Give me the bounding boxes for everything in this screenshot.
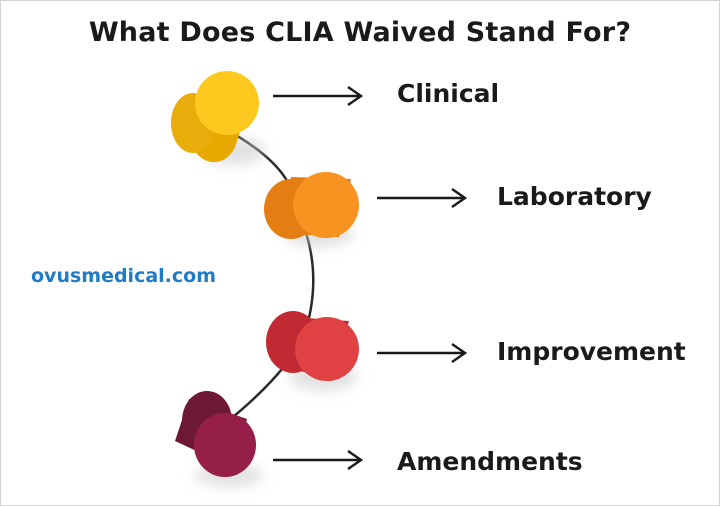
capsule-clinical bbox=[171, 71, 265, 165]
page-title: What Does CLIA Waived Stand For? bbox=[88, 17, 632, 48]
term-laboratory: Laboratory bbox=[497, 182, 652, 211]
capsule-improvement bbox=[266, 311, 359, 391]
term-improvement: Improvement bbox=[497, 337, 686, 366]
capsule-amendments bbox=[175, 391, 263, 487]
connector-arc bbox=[222, 127, 315, 426]
term-clinical: Clinical bbox=[397, 79, 500, 108]
site-watermark: ovusmedical.com bbox=[31, 265, 216, 287]
capsule-laboratory bbox=[264, 172, 359, 247]
term-amendments: Amendments bbox=[397, 447, 583, 476]
